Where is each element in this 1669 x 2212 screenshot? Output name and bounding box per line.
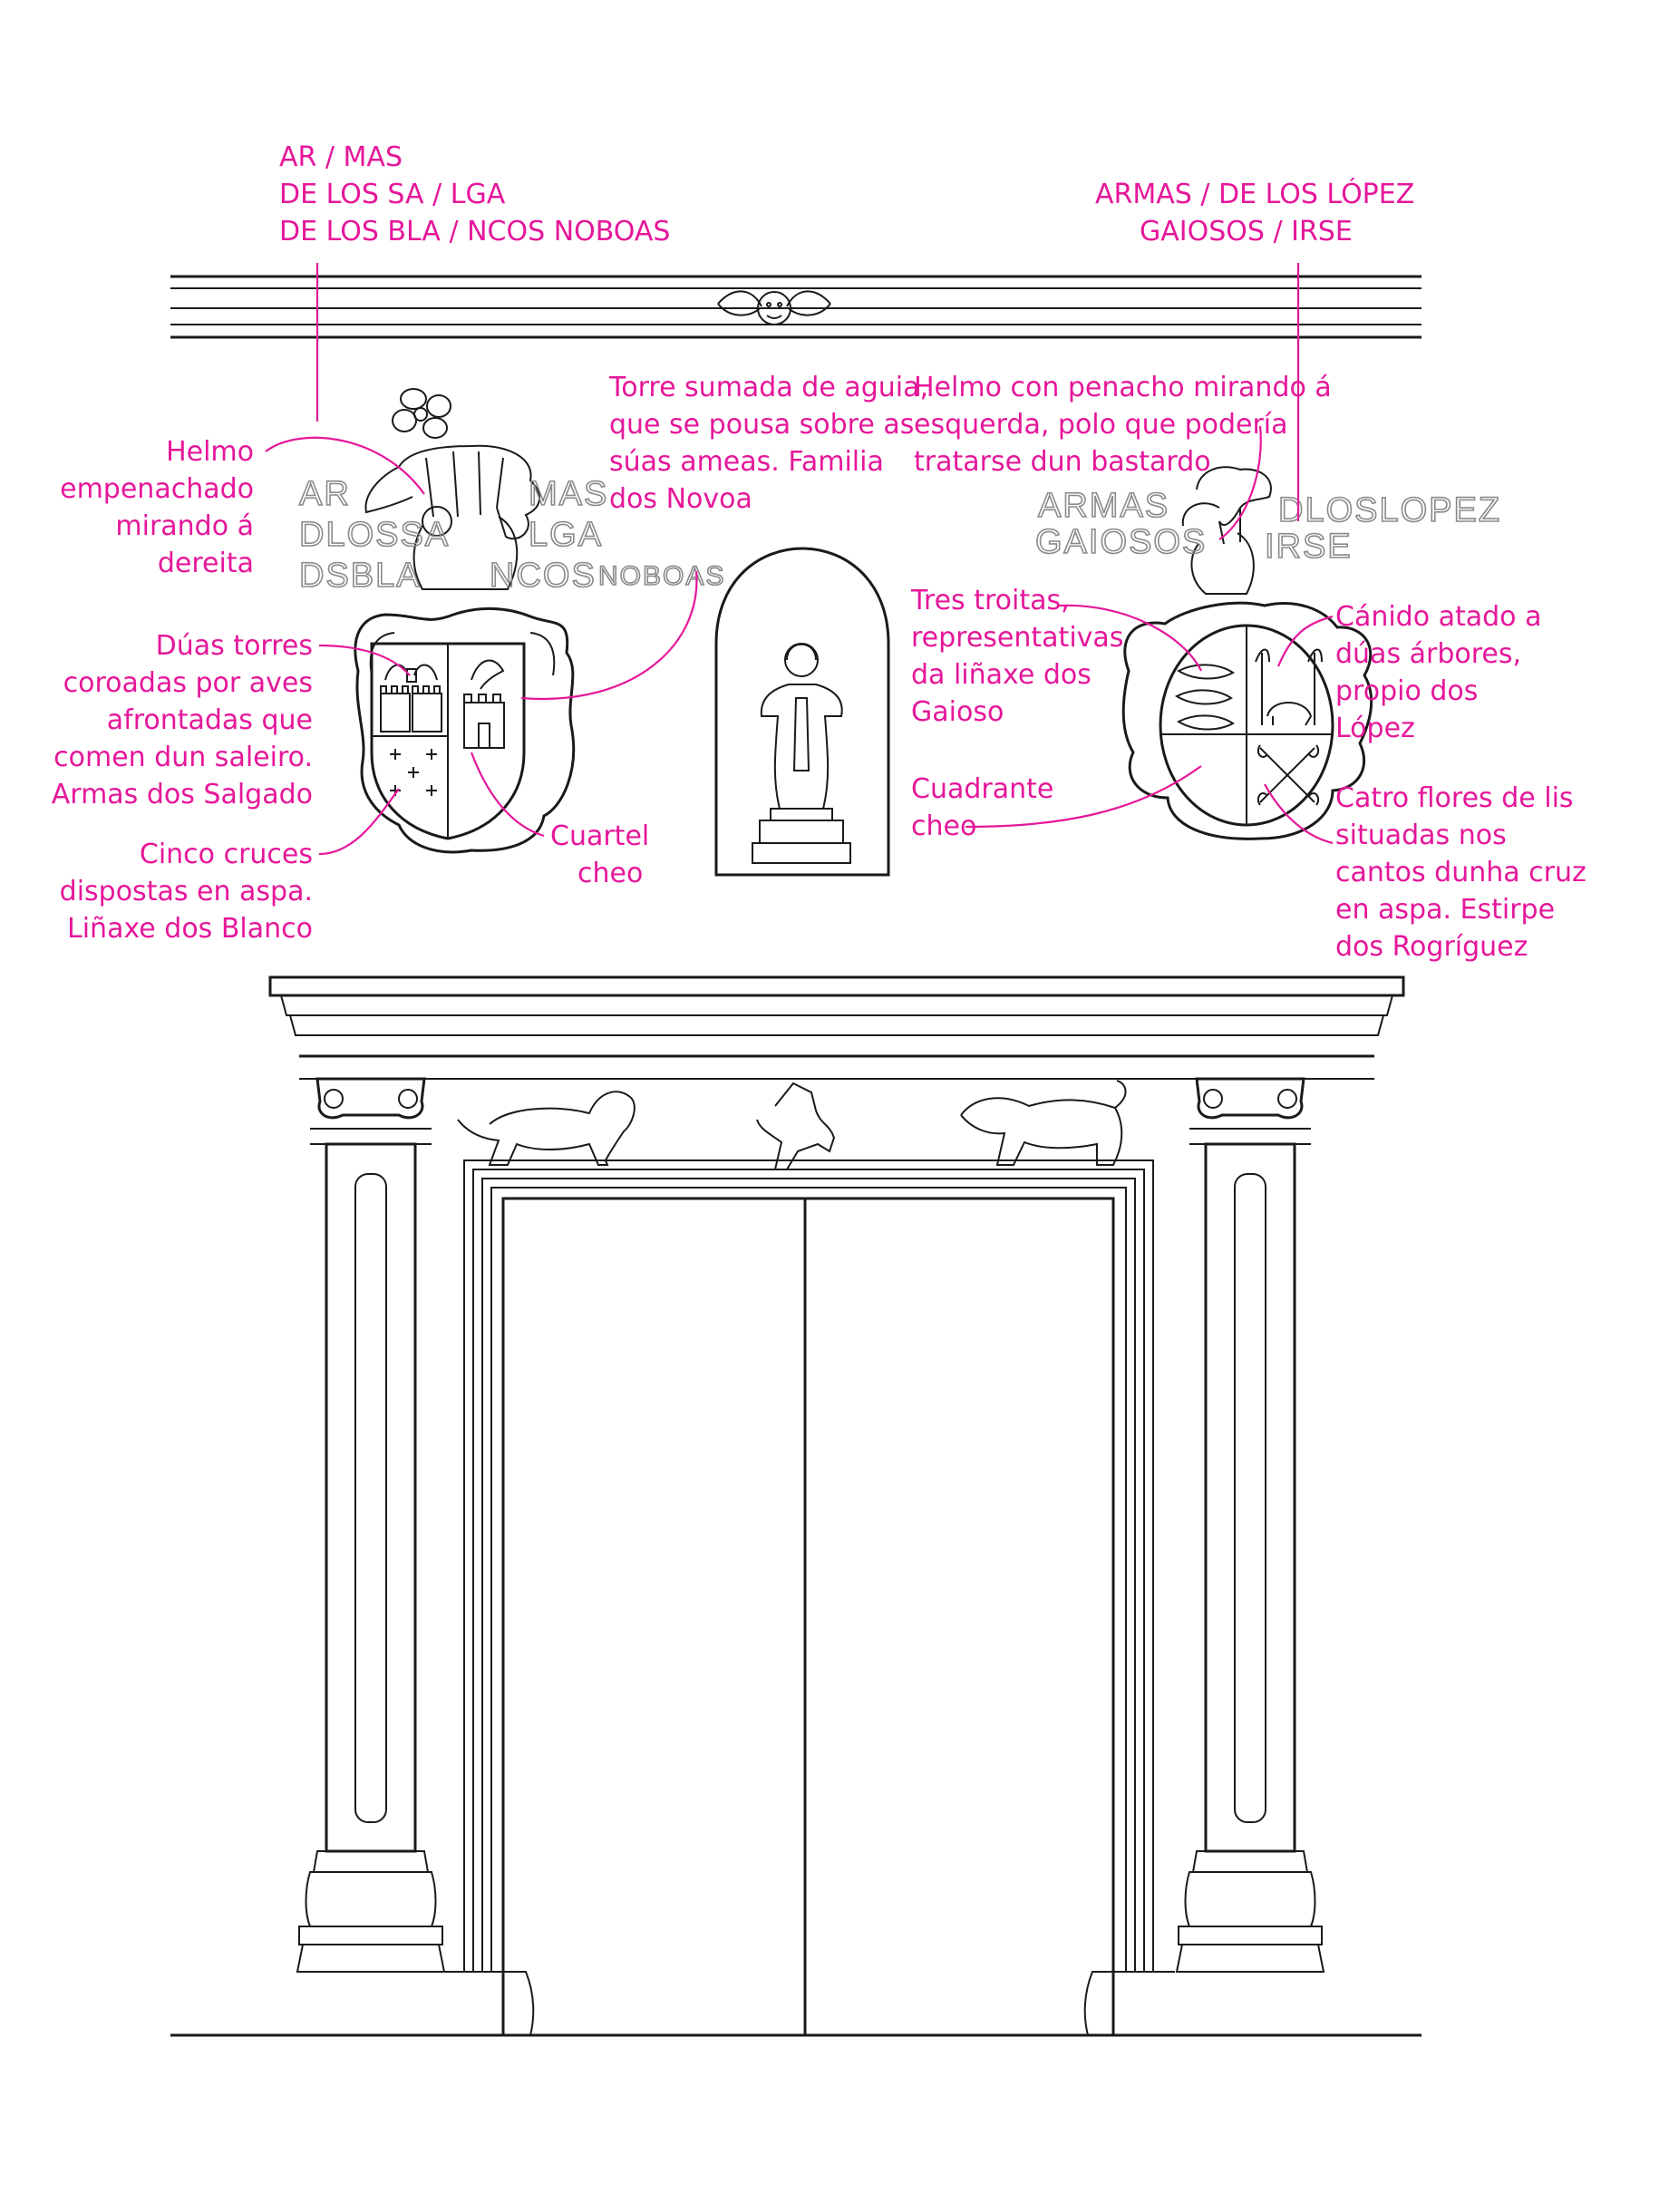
helmet-right <box>1181 466 1272 595</box>
svg-text:súas ameas. Familia: súas ameas. Familia <box>609 446 884 478</box>
svg-text:Liñaxe dos Blanco: Liñaxe dos Blanco <box>67 913 313 945</box>
svg-text:esquerda, polo que podería: esquerda, polo que podería <box>914 409 1288 441</box>
label-helmo-left: Helmo empenachado mirando á dereita <box>60 436 254 579</box>
svg-text:DE LOS BLA / NCOS NOBOAS: DE LOS BLA / NCOS NOBOAS <box>279 216 670 247</box>
svg-text:cantos dunha cruz: cantos dunha cruz <box>1335 857 1587 888</box>
svg-text:Gaioso: Gaioso <box>911 696 1004 728</box>
svg-text:AR / MAS: AR / MAS <box>279 141 403 173</box>
svg-text:representativas: representativas <box>911 622 1123 654</box>
svg-text:en aspa. Estirpe: en aspa. Estirpe <box>1335 894 1555 926</box>
right-pilaster <box>1175 1077 1325 1973</box>
label-torre: Torre sumada de aguia, que se pousa sobr… <box>608 372 928 515</box>
stone-inscription-noboas: NOBOAS <box>598 561 725 591</box>
svg-text:situadas nos: situadas nos <box>1335 820 1507 851</box>
door-leaves <box>444 1198 1175 2036</box>
svg-text:cheo: cheo <box>911 810 976 842</box>
svg-text:López: López <box>1335 713 1415 744</box>
svg-text:Armas dos Salgado: Armas dos Salgado <box>52 779 313 810</box>
stone-inscription-ncos: NCOS <box>490 557 597 595</box>
svg-text:cheo: cheo <box>577 858 643 889</box>
three-trout <box>1174 664 1235 731</box>
stone-inscription-irse: IRSE <box>1265 528 1353 566</box>
label-inscription-right: ARMAS / DE LOS LÓPEZ GAIOSOS / IRSE <box>1095 177 1414 247</box>
left-cartouche <box>354 607 576 854</box>
svg-text:Cuadrante: Cuadrante <box>911 773 1053 805</box>
svg-text:afrontadas que: afrontadas que <box>107 704 313 736</box>
label-cinco-cruces: Cinco cruces dispostas en aspa. Liñaxe d… <box>60 839 313 945</box>
right-coat-of-arms: ARMAS DLOSLOPEZ GAIOSOS IRSE <box>1034 466 1501 840</box>
stone-inscription-ar: AR <box>299 475 351 513</box>
svg-text:Helmo: Helmo <box>166 436 254 468</box>
door-cornice <box>268 975 1405 1080</box>
label-cuadrante: Cuadrante cheo <box>911 773 1053 842</box>
stone-inscription-armas: ARMAS <box>1038 487 1169 525</box>
svg-text:ARMAS / DE LOS LÓPEZ: ARMAS / DE LOS LÓPEZ <box>1095 177 1414 210</box>
svg-text:tratarse dun bastardo: tratarse dun bastardo <box>914 446 1211 478</box>
svg-text:da liñaxe dos: da liñaxe dos <box>911 659 1092 691</box>
svg-text:DE LOS SA / LGA: DE LOS SA / LGA <box>279 179 506 210</box>
two-towers-with-birds <box>380 664 442 732</box>
svg-text:propio dos: propio dos <box>1335 675 1478 707</box>
svg-text:dúas árbores,: dúas árbores, <box>1335 638 1521 670</box>
svg-text:Dúas torres: Dúas torres <box>156 630 313 662</box>
helmet-left <box>364 444 540 590</box>
svg-text:Cinco cruces: Cinco cruces <box>140 839 313 870</box>
svg-text:mirando á: mirando á <box>115 510 254 542</box>
left-coat-of-arms: AR MAS DLOSSA LGA DSBLA NCOS NOBOAS <box>298 388 725 854</box>
frieze-animal-center <box>756 1082 836 1170</box>
stone-inscription-dsbla: DSBLA <box>299 557 422 595</box>
label-cuartel: Cuartel cheo <box>550 820 649 889</box>
svg-text:empenachado: empenachado <box>60 473 254 505</box>
dog-tied-to-trees <box>1255 648 1323 726</box>
svg-text:Torre sumada de aguia,: Torre sumada de aguia, <box>608 372 928 403</box>
svg-text:Tres troitas,: Tres troitas, <box>910 585 1070 616</box>
tower-with-eagle <box>463 659 505 749</box>
top-cornice <box>170 275 1422 339</box>
label-duas-torres: Dúas torres coroadas por aves afrontadas… <box>52 630 313 810</box>
label-catro-flores: Catro flores de lis situadas nos cantos … <box>1335 782 1587 963</box>
svg-text:dos Novoa: dos Novoa <box>609 483 752 515</box>
svg-text:Cánido atado a: Cánido atado a <box>1335 601 1541 633</box>
svg-text:Cuartel: Cuartel <box>550 820 649 852</box>
label-tres-troitas: Tres troitas, representativas da liñaxe … <box>910 585 1123 728</box>
frieze-animal-right <box>960 1080 1127 1166</box>
frieze-animals <box>457 1080 1127 1170</box>
label-helmo-right: Helmo con penacho mirando á esquerda, po… <box>914 372 1332 478</box>
label-canido: Cánido atado a dúas árbores, propio dos … <box>1335 601 1541 744</box>
svg-text:dispostas en aspa.: dispostas en aspa. <box>60 876 313 907</box>
niche-with-statue <box>714 547 890 877</box>
stone-inscription-mas: MAS <box>529 475 608 513</box>
leader-lines <box>265 263 1334 856</box>
svg-text:dos Rogríguez: dos Rogríguez <box>1335 931 1528 963</box>
frieze-animal-left <box>457 1091 636 1166</box>
door-frame <box>463 1159 1154 2035</box>
label-inscription-left: AR / MAS DE LOS SA / LGA DE LOS BLA / NC… <box>279 141 670 247</box>
svg-text:Helmo con penacho mirando á: Helmo con penacho mirando á <box>914 372 1332 403</box>
rosette <box>392 388 451 439</box>
svg-text:Catro flores de lis: Catro flores de lis <box>1335 782 1574 814</box>
svg-text:GAIOSOS / IRSE: GAIOSOS / IRSE <box>1140 216 1353 247</box>
svg-text:dereita: dereita <box>158 548 254 579</box>
svg-text:comen dun saleiro.: comen dun saleiro. <box>53 742 313 773</box>
five-crosses <box>390 749 437 796</box>
stone-inscription-gaiosos: GAIOSOS <box>1035 523 1207 561</box>
stone-inscription-lga: LGA <box>529 516 603 554</box>
stone-inscription-dloslopez: DLOSLOPEZ <box>1278 491 1501 529</box>
svg-text:coroadas por aves: coroadas por aves <box>63 667 313 699</box>
stone-inscription-dlossa: DLOSSA <box>299 516 450 554</box>
svg-text:que se pousa sobre as: que se pousa sobre as <box>609 409 914 441</box>
left-pilaster <box>296 1077 446 1973</box>
cross-with-fleurs-de-lis <box>1257 744 1320 806</box>
cherub-ornament <box>717 290 831 325</box>
